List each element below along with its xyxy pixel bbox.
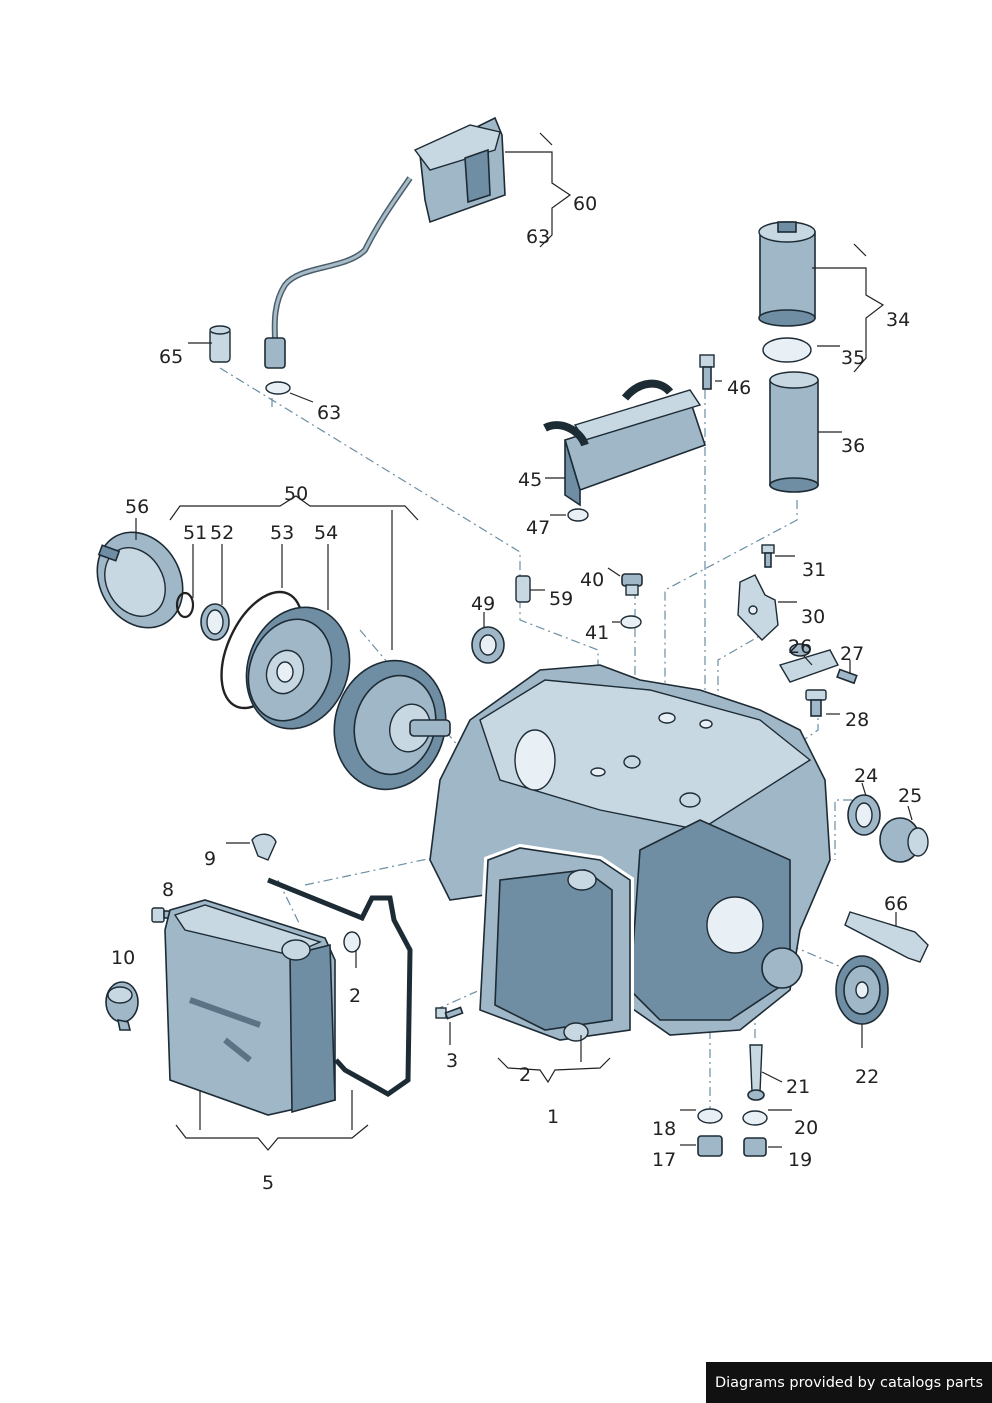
oring-41 <box>620 615 642 629</box>
label-63-top: 63 <box>526 226 551 248</box>
circlip-51 <box>175 591 195 619</box>
label-47: 47 <box>526 517 551 539</box>
leader-lines <box>135 132 913 1151</box>
label-65: 65 <box>159 346 184 368</box>
transmission-housing-1 <box>429 664 831 1036</box>
label-20: 20 <box>794 1117 819 1139</box>
filter-housing-34 <box>758 221 816 327</box>
footer-credit: Diagrams provided by catalogs parts <box>706 1362 992 1403</box>
label-41: 41 <box>585 622 610 644</box>
label-40: 40 <box>580 569 605 591</box>
label-25: 25 <box>898 785 923 807</box>
label-2-mechatronic: 2 <box>519 1064 532 1086</box>
label-63-bottom: 63 <box>317 402 342 424</box>
label-45: 45 <box>518 469 543 491</box>
plug-17 <box>697 1135 723 1157</box>
bracket-30 <box>737 574 779 641</box>
plug-65 <box>209 325 231 363</box>
label-8: 8 <box>162 879 175 901</box>
label-35: 35 <box>841 347 866 369</box>
label-28: 28 <box>845 709 870 731</box>
label-24: 24 <box>854 765 879 787</box>
label-9: 9 <box>204 848 217 870</box>
label-53: 53 <box>270 522 295 544</box>
flange-25 <box>879 817 929 863</box>
clutch-drum-54 <box>245 606 351 730</box>
label-60: 60 <box>573 193 598 215</box>
dipstick-21 <box>747 1044 765 1101</box>
label-49: 49 <box>471 593 496 615</box>
label-52: 52 <box>210 522 235 544</box>
oring-47 <box>567 508 589 522</box>
oring-35 <box>762 337 812 363</box>
filter-element-36 <box>769 371 819 493</box>
label-17: 17 <box>652 1149 677 1171</box>
sensor-26 <box>778 643 840 683</box>
label-31: 31 <box>802 559 827 581</box>
bolt-3 <box>435 1006 464 1020</box>
label-1: 1 <box>547 1106 560 1128</box>
label-2-seal: 2 <box>349 985 362 1007</box>
oring-20 <box>742 1110 768 1126</box>
label-51: 51 <box>183 522 208 544</box>
clutch-cover-56 <box>96 531 184 629</box>
label-34: 34 <box>886 309 911 331</box>
label-50: 50 <box>284 483 309 505</box>
bolt-46 <box>699 354 715 390</box>
label-56: 56 <box>125 496 150 518</box>
sleeve-59 <box>515 575 531 603</box>
label-19: 19 <box>788 1149 813 1171</box>
label-26: 26 <box>788 636 813 658</box>
label-3: 3 <box>446 1050 459 1072</box>
oring-63 <box>265 381 291 395</box>
sealant-tube-66 <box>844 911 929 963</box>
oring-18 <box>697 1108 723 1124</box>
label-59: 59 <box>549 588 574 610</box>
label-22: 22 <box>855 1066 880 1088</box>
label-66: 66 <box>884 893 909 915</box>
label-21: 21 <box>786 1076 811 1098</box>
spring-52 <box>200 603 230 641</box>
bolt-27 <box>836 668 858 685</box>
label-18: 18 <box>652 1118 677 1140</box>
label-36: 36 <box>841 435 866 457</box>
label-54: 54 <box>314 522 339 544</box>
label-27: 27 <box>840 643 865 665</box>
label-5: 5 <box>262 1172 275 1194</box>
sensor-28 <box>805 689 827 717</box>
control-unit-60 <box>264 116 506 369</box>
cap-10 <box>105 981 139 1031</box>
plug-40 <box>621 573 643 596</box>
clip-9 <box>251 833 277 861</box>
plug-19 <box>743 1137 767 1157</box>
bolt-31 <box>761 544 775 568</box>
cover-22 <box>835 955 889 1025</box>
oil-cooler-45 <box>543 379 707 507</box>
oil-pan-5 <box>164 899 361 1116</box>
label-30: 30 <box>801 606 826 628</box>
label-46: 46 <box>727 377 752 399</box>
gasket-5 <box>267 877 413 1097</box>
label-10: 10 <box>111 947 136 969</box>
clutch-pack-50 <box>333 659 451 791</box>
mechatronic-unit-2 <box>475 843 634 1045</box>
